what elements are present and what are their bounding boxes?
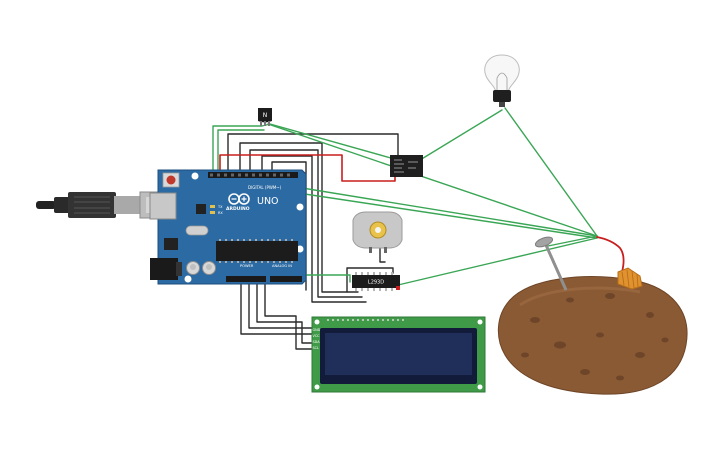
wire-black-1[interactable] xyxy=(227,133,399,173)
arduino-logo: ARDUINO xyxy=(226,193,250,212)
npn-transistor[interactable]: N xyxy=(258,108,272,126)
wire-red-2[interactable] xyxy=(596,236,625,273)
wire-red-1[interactable] xyxy=(219,154,396,182)
lcd-screen xyxy=(325,333,472,375)
digital-label: DIGITAL (PWM~) xyxy=(248,185,282,190)
lcd-display[interactable]: GND VCC SDA SCL xyxy=(311,316,486,393)
relay[interactable] xyxy=(390,155,423,177)
lcd-pin-scl: SCL xyxy=(313,346,320,350)
power-header xyxy=(226,276,266,282)
analog-label: ANALOG IN xyxy=(272,264,292,268)
tx-label: TX xyxy=(217,205,223,209)
dc-motor[interactable] xyxy=(352,211,403,253)
reset-button[interactable] xyxy=(166,175,176,185)
wire-green-9[interactable] xyxy=(397,237,598,286)
power-jack xyxy=(150,258,178,280)
arduino-uno[interactable]: DIGITAL (PWM~) TX RX ARDUINO UNO POWER xyxy=(149,169,307,285)
arduino-logo-text: ARDUINO xyxy=(226,206,250,212)
wire-green-6[interactable] xyxy=(289,185,598,237)
transistor-label: N xyxy=(263,112,268,119)
power-label: POWER xyxy=(240,264,254,268)
lcd-pin-labels: GND VCC SDA SCL xyxy=(313,328,321,350)
lcd-pin-sda: SDA xyxy=(313,340,321,344)
lcd-pin-gnd: GND xyxy=(313,328,321,332)
wire-black-3[interactable] xyxy=(249,149,363,298)
wire-black-9[interactable] xyxy=(264,277,319,350)
potato-battery[interactable] xyxy=(497,235,688,395)
wire-green-5[interactable] xyxy=(504,107,598,237)
wire-black-6[interactable] xyxy=(240,277,319,335)
atmega-chip xyxy=(216,241,298,261)
uno-label: UNO xyxy=(257,196,279,207)
lcd-pin-vcc: VCC xyxy=(313,334,321,338)
wire-black-7[interactable] xyxy=(248,277,319,329)
rx-label: RX xyxy=(218,211,223,215)
nail-electrode[interactable] xyxy=(534,235,568,291)
analog-header xyxy=(270,276,302,282)
wire-black-4[interactable] xyxy=(261,155,367,303)
copper-electrode[interactable] xyxy=(617,267,643,290)
wire-green-3[interactable] xyxy=(267,123,598,237)
light-bulb[interactable] xyxy=(484,54,520,107)
wire-black-11[interactable] xyxy=(379,245,386,263)
driver-ic-label: L293D xyxy=(368,280,384,286)
usb-port xyxy=(149,192,177,220)
motor-driver-ic[interactable]: L293D xyxy=(352,272,400,291)
wire-green-7[interactable] xyxy=(297,192,598,239)
wire-black-10[interactable] xyxy=(346,267,394,293)
wire-green-4[interactable] xyxy=(419,109,503,161)
wire-black-8[interactable] xyxy=(256,277,319,344)
wire-green-10[interactable] xyxy=(547,235,598,247)
wire-green-2[interactable] xyxy=(217,129,265,181)
